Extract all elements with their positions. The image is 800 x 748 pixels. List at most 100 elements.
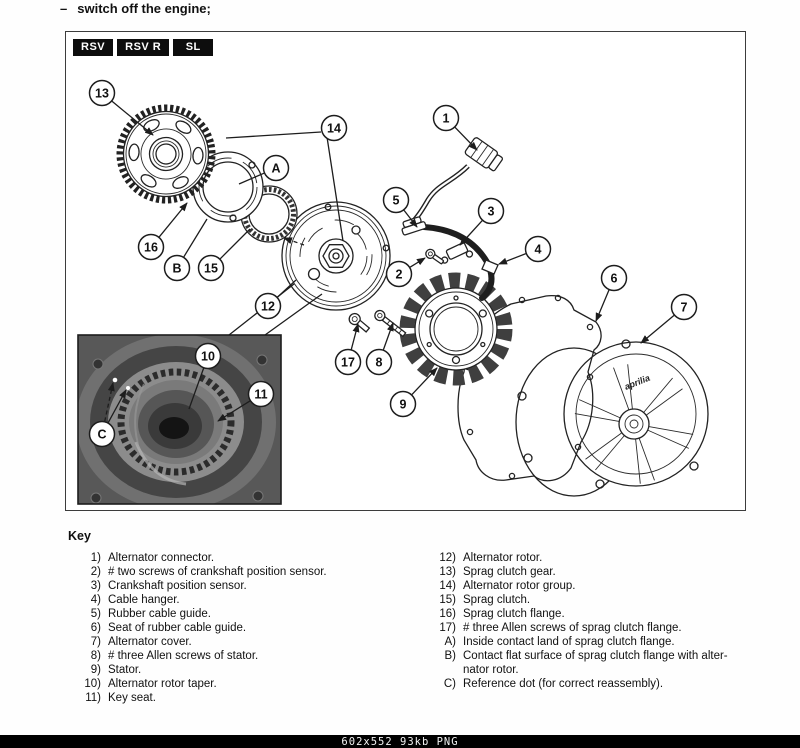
stator-drawing: [399, 272, 513, 386]
key-item-text: # three Allen screws of stator.: [108, 650, 259, 662]
reference-dot: [112, 377, 118, 383]
key-item-number: 3): [90, 580, 101, 592]
key-item-text: Crankshaft position sensor.: [108, 580, 247, 592]
key-item-number: 6): [90, 622, 101, 634]
key-item-number: 11): [85, 692, 101, 704]
key-item-number: 13): [439, 566, 456, 578]
key-item-text: Alternator rotor taper.: [108, 678, 217, 690]
key-item-2: 2)# two screws of crankshaft position se…: [73, 565, 421, 579]
svg-text:9: 9: [400, 398, 407, 412]
key-item-number: B): [444, 650, 457, 662]
key-item-text: # three Allen screws of sprag clutch fla…: [463, 622, 682, 634]
model-badge-rsv-r: RSV R: [117, 39, 170, 56]
key-item-1: 1) Alternator connector.: [73, 551, 421, 565]
callout-7: 7: [640, 293, 698, 344]
svg-text:15: 15: [204, 262, 218, 276]
svg-text:B: B: [172, 262, 181, 276]
key-item-text: Alternator connector.: [108, 552, 215, 564]
sensor-screw-drawing: [425, 248, 445, 265]
key-item-text: Rubber cable guide.: [108, 608, 211, 620]
model-badge-sl: SL: [173, 39, 214, 56]
key-item-number: A): [444, 636, 457, 648]
exploded-diagram: aprilia: [77, 79, 709, 505]
key-item-text: Stator.: [108, 664, 142, 676]
key-item-text: Reference dot (for correct reassembly).: [463, 678, 664, 690]
key-item-9: 9) Stator.: [73, 663, 421, 677]
key-item-number: 2): [90, 566, 101, 578]
key-item-15: 15) Sprag clutch.: [428, 593, 743, 607]
key-item-6: 6) Seat of rubber cable guide.: [73, 621, 421, 635]
callout-4: 4: [498, 235, 552, 265]
svg-text:A: A: [271, 162, 280, 176]
key-item-13: 13) Sprag clutch gear.: [428, 565, 743, 579]
sprag-gear-drawing: [116, 104, 216, 204]
image-info-text: 602x552 93kb PNG: [341, 735, 459, 748]
cable-hanger-drawing: [481, 259, 499, 275]
callout-9: 9: [389, 367, 438, 418]
key-item-3: 3) Crankshaft position sensor.: [73, 579, 421, 593]
alternator-rotor-drawing: [281, 201, 391, 311]
svg-text:8: 8: [376, 356, 383, 370]
instruction-bullet: –: [60, 1, 68, 16]
callout-14: 14: [320, 114, 348, 142]
key-item-number: 17): [439, 622, 456, 634]
svg-text:7: 7: [681, 301, 688, 315]
key-item-7: 7)Alternator cover.: [73, 635, 421, 649]
rubber-guide-drawing: [401, 216, 427, 236]
key-item-number: 10): [84, 678, 101, 690]
key-item-number: 15): [439, 594, 456, 606]
svg-text:4: 4: [535, 243, 542, 257]
instruction-text: switch off the engine;: [77, 1, 211, 16]
svg-text:16: 16: [144, 241, 158, 255]
key-item-text: Key seat.: [108, 692, 156, 704]
callout-17: 17: [334, 323, 362, 376]
callout-3: 3: [459, 197, 505, 246]
svg-text:2: 2: [396, 268, 403, 282]
key-item-16: 16)Sprag clutch flange.: [428, 607, 743, 621]
key-item-text: Inside contact land of sprag clutch flan…: [463, 636, 675, 648]
key-item-4: 4)Cable hanger.: [73, 593, 421, 607]
callout-8: 8: [365, 322, 394, 376]
key-item-number: 9): [90, 664, 101, 676]
svg-text:13: 13: [95, 87, 109, 101]
key-item-number: 7): [90, 636, 101, 648]
callout-5: 5: [382, 186, 418, 228]
key-item-number: 8): [90, 650, 101, 662]
key-list-left: 1) Alternator connector.2)# two screws of…: [73, 551, 421, 705]
key-item-number: 16): [439, 608, 456, 620]
key-item-11: 11) Key seat.: [73, 691, 421, 705]
svg-text:3: 3: [488, 205, 495, 219]
svg-text:1: 1: [443, 112, 450, 126]
instruction-line: –switch off the engine;: [60, 1, 211, 16]
callout-13: 13: [88, 79, 154, 136]
key-item-A: A) Inside contact land of sprag clutch fl…: [428, 635, 743, 649]
key-item-text: Seat of rubber cable guide.: [108, 622, 247, 634]
key-item-14: 14) Alternator rotor group.: [428, 579, 743, 593]
key-item-number: 5): [90, 608, 101, 620]
key-item-10: 10) Alternator rotor taper.: [73, 677, 421, 691]
svg-text:17: 17: [341, 356, 355, 370]
svg-text:10: 10: [201, 350, 215, 364]
key-item-text: Cable hanger.: [108, 594, 180, 606]
key-item-12: 12) Alternator rotor.: [428, 551, 743, 565]
callout-6: 6: [595, 264, 628, 322]
key-item-text: Sprag clutch.: [463, 594, 531, 606]
callout-C: C: [88, 382, 127, 448]
key-item-text: Contact flat surface of sprag clutch fla…: [463, 650, 728, 676]
key-item-number: 12): [439, 552, 456, 564]
svg-text:5: 5: [393, 194, 400, 208]
key-item-text: Sprag clutch gear.: [463, 566, 556, 578]
model-badge-rsv: RSV: [73, 39, 114, 56]
key-item-number: 1): [90, 552, 101, 564]
svg-text:6: 6: [611, 272, 618, 286]
key-item-text: Alternator rotor.: [463, 552, 543, 564]
flange-screw-drawing: [348, 312, 371, 333]
key-item-number: 14): [439, 580, 456, 592]
callout-15: 15: [197, 228, 251, 282]
key-list-right: 12) Alternator rotor. 13) Sprag clutch gear…: [428, 551, 743, 691]
key-item-8: 8) # three Allen screws of stator.: [73, 649, 421, 663]
key-item-text: Alternator rotor group.: [463, 580, 576, 592]
alternator-cover-drawing: aprilia: [515, 339, 709, 497]
